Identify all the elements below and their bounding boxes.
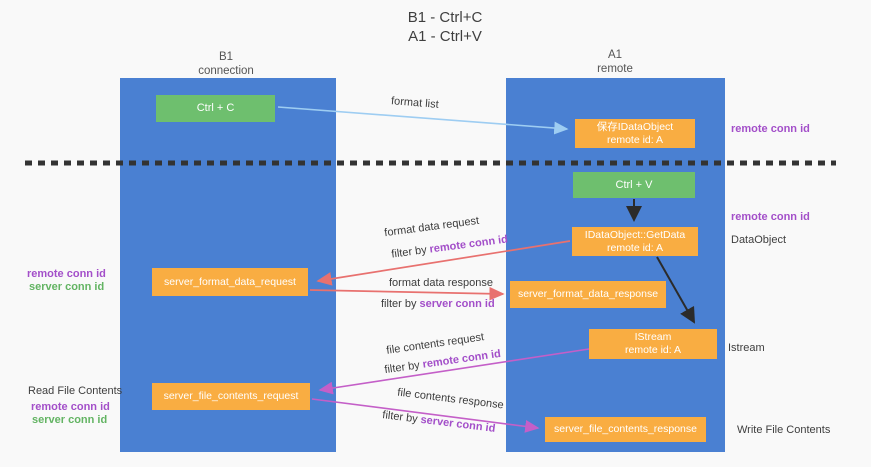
istream-annotation: Istream xyxy=(728,342,765,354)
right-remote-conn-id-annotation-1: remote conn id xyxy=(731,123,810,135)
server-format-data-response-label: server_format_data_response xyxy=(517,288,659,300)
server-file-contents-response-label: server_file_contents_response xyxy=(553,423,697,435)
lifeline-a1-name: A1 xyxy=(607,49,623,61)
format-data-response-label: format data response xyxy=(389,277,493,289)
dataobject-annotation: DataObject xyxy=(731,234,787,246)
title-line-1: B1 - Ctrl+C xyxy=(407,9,483,26)
ctrl-v-box: Ctrl + V xyxy=(573,172,695,198)
server-conn-id-text: server conn id xyxy=(419,298,495,310)
write-file-contents-annotation: Write File Contents xyxy=(737,424,831,436)
server-format-data-request-box: server_format_data_request xyxy=(152,268,308,296)
lifeline-b1-role: connection xyxy=(198,65,254,77)
format-data-request-arrow xyxy=(316,240,571,286)
store-idataobject-box: 保存IDataObject remote id: A xyxy=(575,119,695,148)
lifeline-header-b1: B1 connection xyxy=(166,50,286,78)
istream-line2: remote id: A xyxy=(624,344,682,356)
format-data-response-arrow xyxy=(309,286,505,301)
diagram-title: B1 - Ctrl+C A1 - Ctrl+V xyxy=(320,8,570,46)
server-format-data-response-box: server_format_data_response xyxy=(510,281,666,308)
idataobject-getdata-box: IDataObject::GetData remote id: A xyxy=(572,227,698,256)
ctrl-c-box: Ctrl + C xyxy=(156,95,275,122)
left-remote-conn-id-annotation-1: remote conn id xyxy=(27,268,106,280)
store-idataobject-line1: 保存IDataObject xyxy=(596,120,674,133)
file-contents-response-arrow xyxy=(311,398,540,433)
lifeline-a1-role: remote xyxy=(597,63,633,75)
server-file-contents-request-box: server_file_contents_request xyxy=(152,383,310,410)
getdata-to-istream-arrow xyxy=(656,256,695,324)
istream-box: IStream remote id: A xyxy=(589,329,717,359)
format-list-arrow xyxy=(277,106,569,135)
file-contents-request-arrow xyxy=(318,348,590,395)
server-file-contents-response-box: server_file_contents_response xyxy=(545,417,706,442)
lifeline-header-a1: A1 remote xyxy=(555,48,675,76)
getdata-line2: remote id: A xyxy=(606,241,664,254)
left-server-conn-id-annotation-1: server conn id xyxy=(29,281,105,293)
read-file-contents-annotation: Read File Contents xyxy=(28,385,123,397)
server-file-contents-request-label: server_file_contents_request xyxy=(163,390,299,402)
ctrl-c-label: Ctrl + C xyxy=(196,102,235,114)
server-format-data-request-label: server_format_data_request xyxy=(164,275,296,288)
title-line-2: A1 - Ctrl+V xyxy=(408,28,482,45)
left-remote-conn-id-annotation-2: remote conn id xyxy=(31,401,110,413)
ctrl-v-label: Ctrl + V xyxy=(615,178,653,191)
left-server-conn-id-annotation-2: server conn id xyxy=(32,414,108,426)
lifeline-b1-name: B1 xyxy=(218,51,234,63)
getdata-line1: IDataObject::GetData xyxy=(584,228,686,241)
right-remote-conn-id-annotation-2: remote conn id xyxy=(731,211,810,223)
store-idataobject-line2: remote id: A xyxy=(606,133,664,146)
filter-by-text: filter by xyxy=(381,298,417,310)
istream-line1: IStream xyxy=(634,331,672,343)
